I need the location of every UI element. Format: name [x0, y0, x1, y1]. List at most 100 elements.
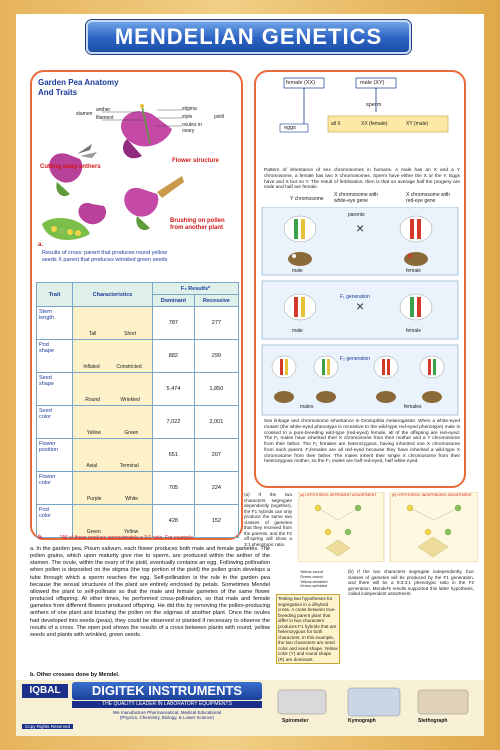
char-recessive: Short — [124, 331, 137, 337]
trait-name: Stem length — [36, 306, 73, 340]
trait-characteristics: Round Wrinkled — [72, 372, 153, 406]
char-dominant: Inflated — [83, 364, 100, 370]
sex-linkage-panel: female (XX) male (XY) sperm eggs all X X… — [254, 70, 466, 488]
dominant-count: 882 — [152, 339, 195, 373]
trait-characteristics: Axial Terminal — [72, 438, 153, 472]
label-f2-generation: F₂ generation — [340, 356, 371, 362]
label-ovules: ovules in ovary — [182, 122, 202, 134]
sex-linkage-caption: Sex linkage and chromosome inheritance i… — [264, 419, 460, 465]
th-dominant: Dominant — [152, 294, 195, 307]
label-pistil: pistil — [214, 114, 225, 120]
label-stethograph: Stethograph — [418, 718, 448, 724]
dihybrid-diagram — [298, 492, 478, 562]
label-stigma: stigma — [182, 106, 197, 112]
char-recessive: Yellow — [124, 529, 139, 535]
char-recessive: Wrinkled — [120, 397, 140, 403]
dominant-count: 787 — [152, 306, 195, 340]
char-dominant: Yellow — [86, 430, 101, 436]
legend-yellow-wrinkled: Yellow-wrinkled — [300, 578, 328, 584]
dominant-count: 705 — [152, 471, 195, 505]
title-banner: MENDELIAN GENETICS — [86, 20, 411, 54]
cutting-anthers-drawing — [49, 144, 97, 197]
label-anther: anther — [96, 107, 111, 113]
recessive-count: 1,850 — [193, 372, 240, 406]
dihybrid-note-b: (b) If the two characters segregate inde… — [348, 569, 474, 596]
hyp-dependent: (a) HYPOTHESIS: DEPENDENT ASSORTMENT — [300, 493, 377, 497]
flower-structure-drawing — [102, 104, 182, 159]
trait-name: Pod color — [36, 504, 73, 538]
label-all-x: all X — [331, 121, 341, 127]
char-recessive: Green — [124, 430, 139, 436]
trait-name: Flower position — [36, 438, 73, 472]
traits-table: Trait Characteristics F₂ Results* Domina… — [36, 282, 240, 538]
label-xy-male: XY (male) — [406, 121, 429, 127]
dihybrid-note-a: (a) If the two characters segregate depe… — [244, 492, 292, 547]
recessive-count: 2,001 — [193, 405, 240, 439]
footer: IQBAL DIGITEK INSTRUMENTS THE QUALITY LE… — [16, 680, 484, 736]
label-f2-males: males — [300, 404, 314, 410]
table-footnote: *All of these produce approximately a 3:… — [60, 535, 195, 541]
trait-name: Seed color — [36, 405, 73, 439]
recessive-count: 207 — [193, 438, 240, 472]
dihybrid-testing-box: Testing two hypotheses for segregation i… — [276, 594, 340, 664]
pea-pod-drawing — [42, 218, 90, 240]
sex-chromosome-diagram — [279, 77, 449, 133]
label-parent-male: male — [292, 268, 303, 274]
char-dominant: Green — [86, 529, 101, 535]
label-parents: parents — [348, 212, 365, 218]
label-style: style — [182, 114, 193, 120]
recessive-count: 152 — [193, 504, 240, 538]
trait-characteristics: Green Yellow — [72, 504, 153, 538]
dihybrid-legend: Yellow-round Green-round Yellow-wrinkled… — [300, 569, 344, 589]
copyright: Copy Rights Reserved — [22, 724, 74, 730]
recessive-count: 299 — [193, 339, 240, 373]
label-brushing-pollen: Brushing on pollen from another plant — [170, 218, 225, 231]
char-recessive: Terminal — [119, 463, 139, 469]
page-title: MENDELIAN GENETICS — [114, 24, 383, 49]
char-dominant: Axial — [86, 463, 98, 469]
label-x-red: X chromosome with red-eye gene — [406, 192, 450, 204]
sex-chromosome-caption: Pattern of inheritance of sex chromosome… — [264, 168, 460, 191]
poster-sheet: MENDELIAN GENETICS Garden Pea Anatomy An… — [16, 14, 484, 736]
pea-heading: Garden Pea Anatomy And Traits — [38, 78, 119, 97]
svg-text:×: × — [356, 298, 364, 314]
label-cutting-anthers: Cutting away anthers — [40, 164, 101, 170]
dominant-count: 651 — [152, 438, 195, 472]
char-recessive: White — [125, 496, 139, 502]
label-male-xy: male (XY) — [360, 80, 385, 86]
legend-green-round: Green-round — [300, 573, 323, 579]
tagline: THE QUALITY LEADER IN LABORATORY EQUIPME… — [72, 701, 262, 708]
title-bar: MENDELIAN GENETICS — [16, 14, 484, 60]
manufacture-line: We manufacture Pharmaceutical, Medical E… — [113, 710, 221, 721]
brushing-pollen-drawing — [78, 176, 184, 231]
label-parent-female: female — [406, 268, 422, 274]
legend-yellow-round: Yellow-round — [300, 569, 323, 574]
label-kymograph: Kymograph — [348, 718, 376, 724]
trait-characteristics: Inflated Constricted — [72, 339, 153, 373]
label-stamen: stamen — [76, 111, 93, 117]
label-female-xx: female (XX) — [286, 80, 316, 86]
body-b: b. Other crosses done by Mendel. — [30, 672, 120, 678]
th-characteristics: Characteristics — [72, 282, 153, 307]
th-recessive: Recessive — [193, 294, 240, 307]
body-paragraph: a. In the garden pea, Pisum sativum, eac… — [30, 546, 270, 638]
th-trait: Trait — [36, 282, 73, 307]
char-recessive: Constricted — [116, 364, 142, 370]
pea-anatomy-panel: Garden Pea Anatomy And Traits — [30, 70, 243, 541]
char-dominant: Round — [85, 397, 100, 403]
th-f2-results: F₂ Results* — [152, 282, 239, 295]
label-a: a. — [38, 242, 44, 248]
label-eggs: eggs — [284, 125, 296, 131]
hyp-independent: (b) HYPOTHESIS: INDEPENDENT ASSORTMENT — [392, 493, 472, 497]
label-x-white: X chromosome with white-eye gene — [334, 192, 378, 204]
label-b: b. — [38, 535, 44, 541]
cross-results-note: Results of cross: parent that produces r… — [42, 250, 168, 263]
